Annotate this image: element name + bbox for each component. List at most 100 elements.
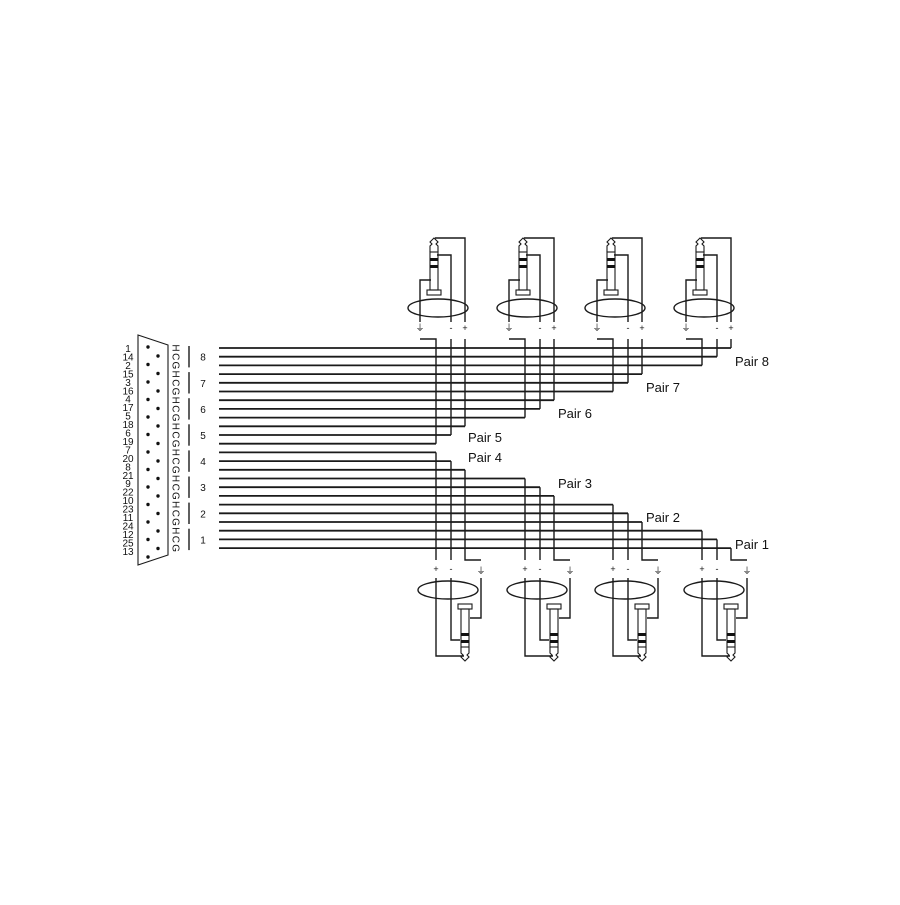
pin-dot	[146, 415, 150, 419]
minus-label: -	[627, 323, 630, 333]
plug-collar	[546, 603, 562, 610]
pin-dot	[156, 371, 160, 376]
plug-shaft	[460, 608, 470, 648]
plug-shaft	[606, 251, 616, 291]
bottom-jack-pair-3: ⏚	[219, 477, 575, 662]
plug-tip	[518, 237, 528, 252]
pin-dot	[156, 494, 160, 498]
plug-ring-band	[696, 265, 704, 268]
pin-number: 12	[122, 530, 134, 541]
jack-tip-lead	[612, 578, 641, 657]
plus-label: +	[551, 323, 556, 333]
pin-dot	[146, 432, 150, 437]
jack-sleeve-lead	[470, 578, 482, 619]
ground-symbol: ⏚	[476, 566, 485, 576]
plug-shaft	[726, 608, 736, 648]
ground-symbol: ⏚	[504, 323, 513, 333]
bottom-jack-pair-4: ⏚	[219, 451, 486, 662]
plus-label: +	[462, 323, 467, 333]
plug-tip	[726, 647, 736, 662]
pin-dot	[146, 520, 150, 524]
wire-ground-drop	[553, 495, 570, 561]
minus-label: -	[450, 564, 453, 574]
plug-ring-band	[519, 258, 527, 261]
pin-dot	[146, 362, 150, 367]
pair-number: 6	[200, 405, 206, 416]
pin-dot	[146, 397, 150, 402]
signal-letter: H	[169, 501, 180, 508]
pin-dot	[156, 546, 160, 551]
plus-label: +	[728, 323, 733, 333]
pair-number: 5	[200, 431, 206, 442]
pair-number: 3	[200, 483, 206, 494]
pair-number: 1	[200, 535, 206, 546]
signal-letter: C	[169, 457, 180, 464]
pin-dot	[156, 354, 160, 358]
minus-label: -	[627, 564, 630, 574]
plug-ring-band	[727, 633, 735, 636]
jack-ring-lead	[716, 578, 726, 641]
signal-letter: G	[169, 466, 180, 474]
bottom-jack-pair-2: ⏚	[219, 503, 663, 662]
plug-tip	[695, 237, 705, 252]
ground-symbol: ⏚	[742, 566, 751, 576]
plug-tip	[549, 647, 559, 662]
pair-label-p6: Pair 6	[558, 406, 592, 421]
pin-number: 5	[125, 412, 131, 423]
signal-letter: C	[169, 431, 180, 438]
jack-ring-lead	[437, 254, 452, 322]
signal-letter: C	[169, 379, 180, 386]
plug-tip	[460, 647, 470, 662]
pin-dot	[156, 441, 160, 446]
plug-shaft	[637, 608, 647, 648]
plug-ring-band	[696, 258, 704, 261]
plug-collar	[457, 603, 473, 610]
pin-number: 11	[123, 513, 134, 524]
pin-number: 18	[122, 420, 134, 431]
cable-shield-ellipse	[683, 580, 745, 600]
top-jack-pair-8: ⏚	[219, 237, 735, 367]
minus-label: -	[716, 323, 719, 333]
jack-sleeve-lead	[559, 578, 571, 619]
jack-tip-lead	[701, 237, 732, 322]
plus-label: +	[610, 564, 615, 574]
plus-label: +	[433, 564, 438, 574]
jack-tip-lead	[524, 237, 555, 322]
pin-dot	[146, 555, 150, 559]
signal-letter: G	[169, 544, 180, 552]
signal-letter: C	[169, 510, 180, 517]
pair-label-p7: Pair 7	[646, 380, 680, 395]
wire-ground-drop	[641, 522, 658, 561]
top-jack-pair-6: ⏚	[219, 237, 558, 419]
pin-dot	[146, 467, 150, 472]
pin-number: 19	[122, 437, 134, 448]
plug-tip	[606, 237, 616, 252]
signal-letter: H	[169, 397, 180, 404]
pair-number: 7	[200, 379, 206, 390]
pin-dot	[146, 502, 150, 507]
pin-number: 4	[125, 395, 131, 406]
pair-number: 4	[200, 457, 206, 468]
wire-ground-riser	[686, 338, 703, 366]
wire-ground-drop	[464, 469, 481, 561]
pin-number: 14	[122, 352, 134, 363]
signal-letter: C	[169, 353, 180, 360]
jack-tip-lead	[435, 578, 464, 657]
ground-symbol: ⏚	[653, 566, 662, 576]
cable-shield-ellipse	[506, 580, 568, 600]
signal-letter: H	[169, 344, 180, 351]
plug-collar	[515, 289, 531, 296]
ground-symbol: ⏚	[681, 323, 690, 333]
pin-number: 24	[122, 521, 134, 532]
plug-shaft	[518, 251, 528, 291]
pin-number: 6	[125, 429, 131, 440]
plug-tip	[637, 647, 647, 662]
plug-ring-band	[461, 640, 469, 643]
pin-number: 25	[122, 538, 134, 549]
pair-number: 2	[200, 509, 206, 520]
signal-letter: H	[169, 423, 180, 430]
pin-dot	[156, 529, 160, 533]
cable-shield-ellipse	[417, 580, 479, 600]
jack-sleeve-lead	[596, 279, 608, 322]
minus-label: -	[539, 564, 542, 574]
